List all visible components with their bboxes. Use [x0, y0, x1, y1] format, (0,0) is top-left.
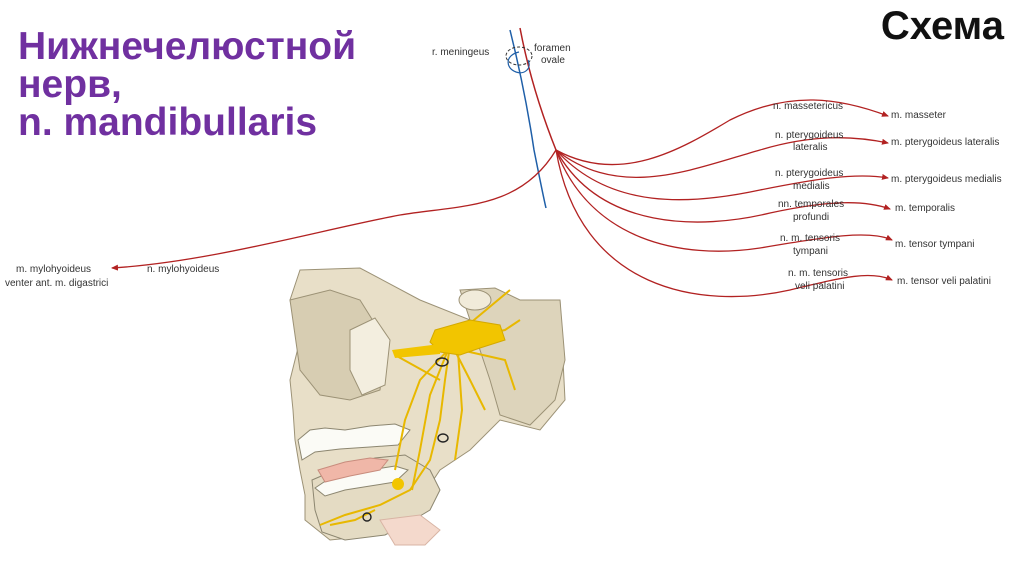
- label-branch-ptlat-2: lateralis: [793, 142, 827, 153]
- label-branch-ptlat-1: n. pterygoideus: [775, 130, 843, 141]
- skull-illustration: [289, 267, 566, 546]
- meningeal-branch-loop: [507, 51, 530, 74]
- tongue: [317, 457, 389, 483]
- label-meningeus: r. meningeus: [432, 47, 489, 58]
- mandibular-nerve-trunk: [519, 27, 557, 151]
- label-branch-temp-2: profundi: [793, 212, 829, 223]
- middle-meningeal-vessel: [509, 29, 547, 209]
- branch-pterygoid-lateral-curve: [555, 137, 889, 178]
- mandibular-foramen-mark: [437, 433, 449, 443]
- small-ganglion: [392, 478, 404, 490]
- styloid-knob: [458, 289, 492, 311]
- label-branch-mylo: n. mylohyoideus: [147, 264, 219, 275]
- zygomatic-bone: [349, 317, 391, 396]
- yellow-nerve-tree: [319, 289, 521, 526]
- branch-tensor-veli-curve: [555, 149, 893, 298]
- label-branch-ptmed-2: medialis: [793, 181, 830, 192]
- label-branch-veli-2: veli palatini: [795, 281, 844, 292]
- title-line-2: нерв,: [18, 63, 122, 106]
- label-target-veli: m. tensor veli palatini: [897, 276, 991, 287]
- label-branch-tymp-2: tympani: [793, 246, 828, 257]
- mental-foramen-mark: [362, 512, 372, 522]
- scheme-badge: Схема: [880, 4, 1004, 48]
- label-branch-masseter: n. massetericus: [773, 101, 843, 112]
- label-target-masseter: m. masseter: [891, 110, 947, 121]
- ophthalmic-branch: [392, 344, 440, 358]
- title-line-1: Нижнечелюстной: [18, 25, 357, 68]
- branch-masseter-curve: [555, 99, 889, 166]
- branch-curves: [111, 99, 893, 298]
- slide-title: Нижнечелюстной нерв, n. mandibullaris: [18, 25, 357, 144]
- branch-mylohyoid-curve: [111, 149, 557, 271]
- label-branch-tymp-1: n. m. tensoris: [780, 233, 840, 244]
- chin-tissue: [379, 514, 441, 546]
- branch-pterygoid-medial-curve: [555, 149, 889, 201]
- branch-tensor-tympani-curve: [555, 149, 893, 252]
- branch-temporal-curve: [555, 149, 891, 223]
- label-target-tymp: m. tensor tympani: [895, 239, 974, 250]
- label-branch-temp-1: nn. temporales: [778, 199, 844, 210]
- label-target-mylo-1: m. mylohyoideus: [16, 264, 91, 275]
- label-target-mylo-2: venter ant. m. digastrici: [5, 278, 108, 289]
- label-foramen-2: ovale: [541, 55, 565, 66]
- label-target-ptlat: m. pterygoideus lateralis: [891, 137, 999, 148]
- label-branch-veli-1: n. m. tensoris: [788, 268, 848, 279]
- label-target-temp: m. temporalis: [895, 203, 955, 214]
- title-line-3: n. mandibullaris: [18, 101, 318, 144]
- skull-foramen-ovale-mark: [435, 357, 449, 367]
- label-target-ptmed: m. pterygoideus medialis: [891, 174, 1002, 185]
- upper-teeth: [297, 423, 411, 461]
- label-foramen-1: foramen: [534, 43, 571, 54]
- foramen-ovale-outline: [505, 46, 533, 66]
- label-branch-ptmed-1: n. pterygoideus: [775, 168, 843, 179]
